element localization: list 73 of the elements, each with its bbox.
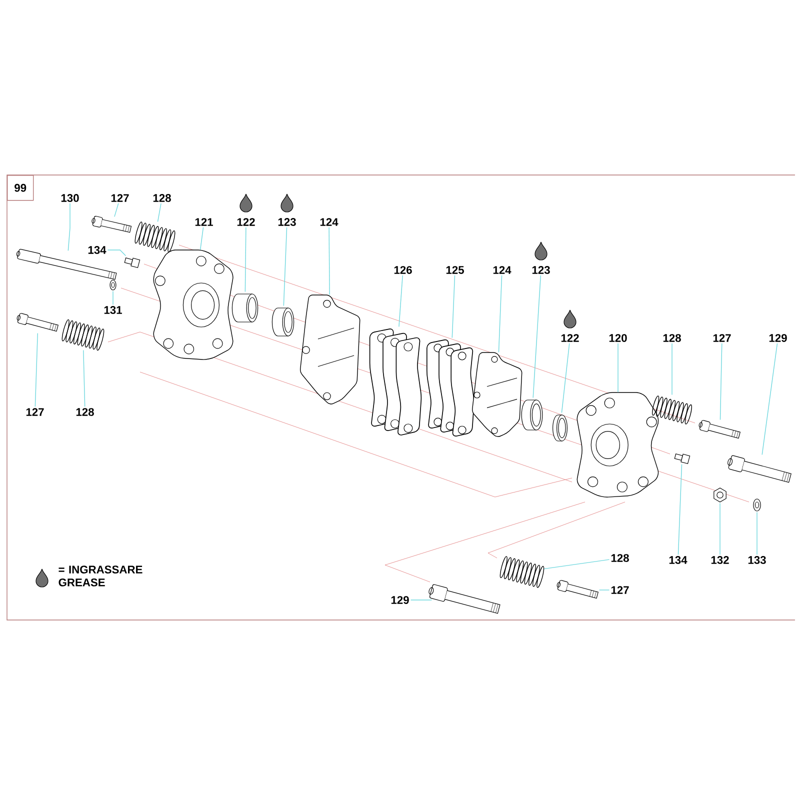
spring-drawing [652,396,692,424]
bolt-drawing [698,420,741,439]
callout-number: 127 [713,334,731,342]
callout-number: 122 [561,334,579,342]
leader-line [544,559,610,570]
caliper-body-drawing [576,392,659,498]
leader-line [678,464,682,555]
leader-line [112,290,114,305]
nut-drawing [714,488,726,502]
grease-nipple-drawing [674,454,690,464]
leader-line [452,275,456,338]
bolt-drawing [16,313,58,332]
leader-line [532,275,542,398]
leader-line [756,512,758,555]
piston-drawing [232,294,258,322]
brake-pad-drawing [426,339,474,436]
grease-nipple-drawing [124,258,140,268]
callout-number: 130 [61,194,79,202]
callout-number: 128 [611,554,629,562]
leader-line [328,227,330,296]
callout-number: 124 [493,266,512,274]
leader-line [762,343,778,456]
figure-number: 99 [7,175,34,201]
leader-line [107,250,126,256]
leader-line [720,343,722,420]
callout-number: 132 [711,556,729,564]
leader-line [83,350,86,407]
leader-line [200,227,204,250]
spring-drawing [62,319,104,351]
callout-number: 127 [26,408,44,416]
leader-line [398,275,403,328]
bolt-drawing [556,580,599,599]
callout-number: 120 [609,334,627,342]
caliper-body-drawing [153,250,234,360]
piston-drawing [272,308,294,336]
callout-number: 133 [748,556,766,564]
callout-number: 129 [391,596,409,604]
leader-line [157,203,162,222]
leader-line [561,343,570,414]
leader-line [244,227,246,292]
piston-drawing [521,400,543,430]
legend-text: = INGRASSARE GREASE [58,566,142,586]
bolt-drawing [92,216,132,233]
bolt-drawing [728,455,792,483]
leader-line [498,275,502,353]
callout-number: 126 [394,266,412,274]
leader-line [283,227,288,306]
callout-number: 123 [532,266,550,274]
callout-number: 125 [446,266,464,274]
leader-line [34,332,38,407]
callout-number: 121 [195,218,213,226]
spring-drawing [134,222,176,252]
callout-number: 122 [237,218,255,226]
callout-number: 127 [611,586,629,594]
callout-number: 128 [76,408,94,416]
bolt-drawing [428,584,500,614]
brake-plate-drawing [300,294,360,404]
leader-line [114,203,119,218]
callout-number: 134 [669,556,688,564]
piston-drawing [552,414,568,442]
spring-drawing [500,556,544,588]
callout-number: 128 [663,334,681,342]
callout-number: 128 [153,194,171,202]
brake-pad-drawing [369,328,422,436]
washer-drawing [110,280,116,290]
washer-drawing [753,498,761,512]
callout-number: 127 [111,194,129,202]
leader-line [68,203,70,252]
callout-number: 124 [320,218,338,226]
callout-number: 131 [104,306,122,314]
callout-number: 129 [769,334,787,342]
callout-number: 123 [278,218,296,226]
callout-number: 134 [88,246,106,254]
